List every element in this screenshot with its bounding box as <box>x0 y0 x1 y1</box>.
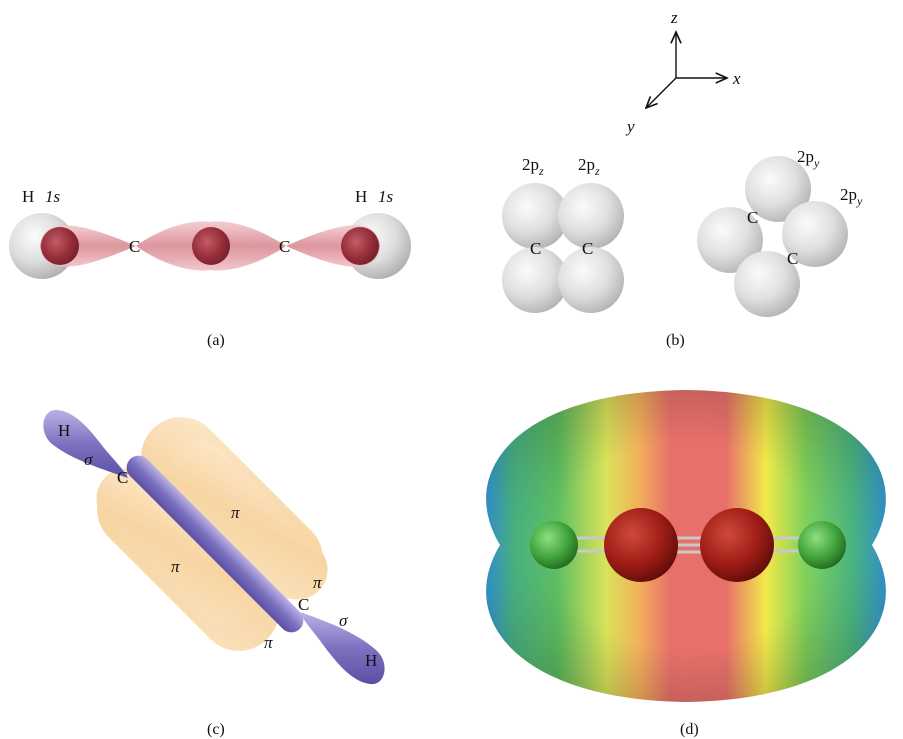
h-atom-right <box>798 521 846 569</box>
pz-sphere-top-left <box>502 183 568 249</box>
panel-d: (d) <box>486 390 886 738</box>
a-carbon-right: C <box>279 237 290 256</box>
pz-sphere-top-right <box>558 183 624 249</box>
c-caption: (c) <box>207 721 225 738</box>
c-pi-left: π <box>171 557 180 576</box>
c-atom-left <box>604 508 678 582</box>
py-right-label: 2py <box>840 185 863 208</box>
panel-a: H 1s H 1s C C (a) <box>9 187 411 349</box>
pi-lobe-lower-inner <box>96 468 256 628</box>
pz-c-right: C <box>582 239 593 258</box>
py-sphere-left <box>697 207 763 273</box>
pi-lobe-upper-inner <box>168 440 328 600</box>
c-sigma-top: σ <box>84 450 93 469</box>
pz-right-label: 2pz <box>578 155 600 178</box>
axis-y-label: y <box>625 117 635 136</box>
axis-z-label: z <box>670 8 678 27</box>
py-orbital-group <box>697 156 848 317</box>
c-sigma-bottom: σ <box>339 611 348 630</box>
b-caption: (b) <box>666 332 685 349</box>
c-h-bottom: H <box>365 651 377 670</box>
pz-c-left: C <box>530 239 541 258</box>
pz-sphere-bottom-right <box>558 247 624 313</box>
a-h-left-label: H <box>22 187 34 206</box>
d-caption: (d) <box>680 721 699 738</box>
a-carbon-left: C <box>129 237 140 256</box>
c-pi-upper: π <box>231 503 240 522</box>
pz-orbital-group <box>502 183 624 313</box>
c-pi-right: π <box>313 573 322 592</box>
h-left-core <box>41 227 79 265</box>
h-right-core <box>341 227 379 265</box>
pz-left-label: 2pz <box>522 155 544 178</box>
pz-sphere-bottom-left <box>502 247 568 313</box>
py-c-lower: C <box>787 249 798 268</box>
c-carbon-bottom: C <box>298 595 309 614</box>
axis-triad <box>646 32 727 108</box>
center-core <box>192 227 230 265</box>
py-sphere-right <box>782 201 848 267</box>
a-h-right-orbital: 1s <box>378 187 394 206</box>
panel-b: z x y 2pz 2pz C C 2py 2py C C (b) <box>502 8 863 349</box>
py-c-upper: C <box>747 208 758 227</box>
h-atom-left <box>530 521 578 569</box>
py-sphere-bottom <box>734 251 800 317</box>
panel-c: H σ C π π π C π σ H (c) <box>43 409 385 738</box>
sigma-ch-top-lobe <box>43 409 128 478</box>
sigma-cc-bond <box>126 455 304 633</box>
py-sphere-top <box>745 156 811 222</box>
sigma-ch-bottom-lobe <box>300 612 385 685</box>
c-carbon-top: C <box>117 468 128 487</box>
a-h-left-orbital: 1s <box>45 187 61 206</box>
py-top-label: 2py <box>797 147 820 170</box>
axis-x-label: x <box>732 69 741 88</box>
c-atom-right <box>700 508 774 582</box>
pi-lobes <box>96 417 328 651</box>
a-h-right-label: H <box>355 187 367 206</box>
c-h-top: H <box>58 421 70 440</box>
a-caption: (a) <box>207 332 225 349</box>
c-pi-lower: π <box>264 633 273 652</box>
